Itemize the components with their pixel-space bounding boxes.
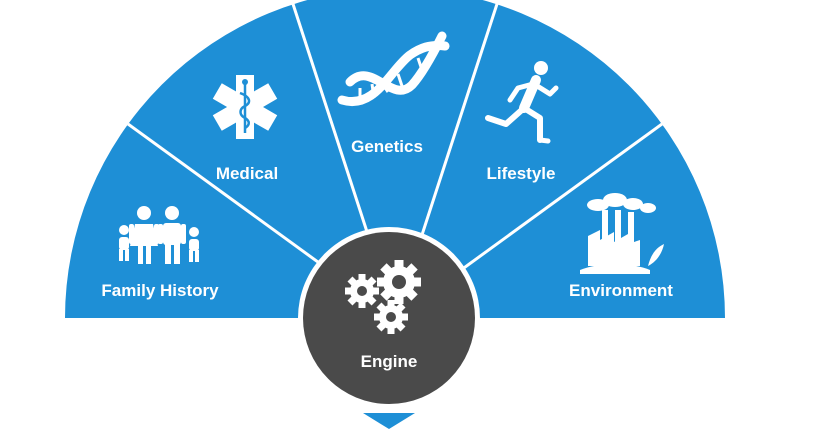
dna-icon: [337, 31, 450, 107]
segment-label-lifestyle: Lifestyle: [487, 164, 556, 183]
segment-genetics: Genetics: [337, 31, 450, 156]
segment-environment: Environment: [569, 193, 673, 300]
segment-label-family-history: Family History: [101, 281, 219, 300]
segment-family-history: Family History: [101, 206, 219, 300]
segment-medical: Medical: [212, 75, 278, 183]
segment-label-medical: Medical: [216, 164, 278, 183]
engine-label: Engine: [361, 352, 418, 371]
segment-label-genetics: Genetics: [351, 137, 423, 156]
segment-lifestyle: Lifestyle: [485, 61, 559, 183]
gears-icon: [345, 260, 421, 334]
segment-label-environment: Environment: [569, 281, 673, 300]
medical-star-of-life-icon: [212, 75, 278, 139]
pointer-triangle: [363, 413, 415, 429]
running-person-icon: [485, 61, 559, 144]
engine-hub: Engine: [298, 227, 480, 409]
family-icon: [119, 206, 199, 264]
factory-icon: [580, 193, 664, 274]
fan-background: [65, 0, 725, 318]
